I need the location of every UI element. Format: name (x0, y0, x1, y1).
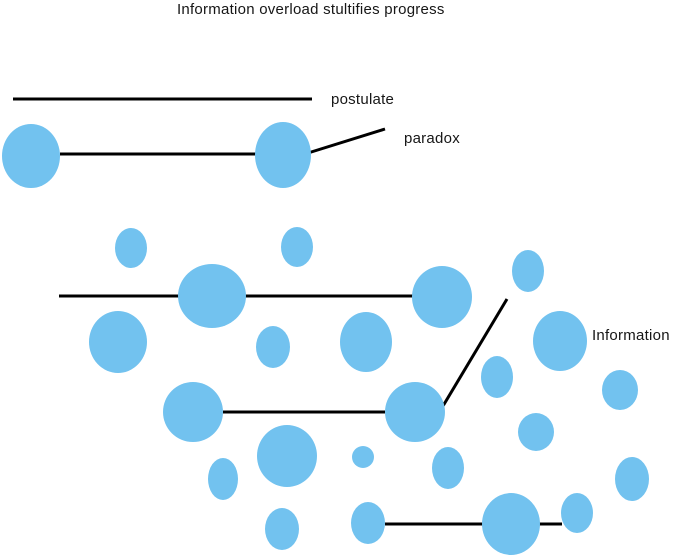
node-circle-5 (178, 264, 246, 328)
node-circle-1 (2, 124, 60, 188)
node-circle-25 (561, 493, 593, 533)
node-circle-17 (352, 446, 374, 468)
diagonal-connector (438, 298, 509, 412)
node-circle-14 (385, 382, 445, 442)
node-circle-16 (518, 413, 554, 451)
paradox-callout-line (307, 127, 386, 155)
node-circle-13 (163, 382, 223, 442)
diagram-title: Information overload stultifies progress (177, 1, 445, 18)
node-circle-21 (615, 457, 649, 501)
node-circle-23 (351, 502, 385, 544)
node-circle-8 (89, 311, 147, 373)
node-circle-4 (281, 227, 313, 267)
node-circle-2 (255, 122, 311, 188)
postulate-label: postulate (331, 91, 395, 108)
node-circle-24 (482, 493, 540, 555)
node-circle-15 (481, 356, 513, 398)
node-circle-18 (432, 447, 464, 489)
node-circle-22 (265, 508, 299, 550)
node-circle-12 (602, 370, 638, 410)
node-circle-10 (340, 312, 392, 372)
node-circle-9 (256, 326, 290, 368)
node-circle-6 (412, 266, 472, 328)
node-circle-7 (512, 250, 544, 292)
information-label: Information (592, 327, 670, 344)
node-circle-20 (208, 458, 238, 500)
node-circle-11 (533, 311, 587, 371)
node-circle-3 (115, 228, 147, 268)
node-circle-19 (257, 425, 317, 487)
paradox-label: paradox (404, 130, 460, 147)
